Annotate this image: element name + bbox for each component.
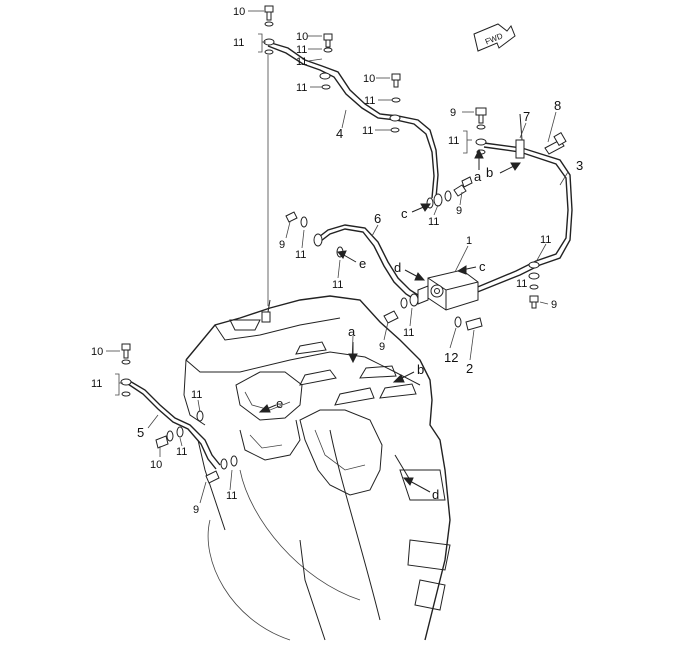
callout-10: 10 xyxy=(150,459,162,471)
callout-9: 9 xyxy=(193,504,199,516)
callout-11: 11 xyxy=(296,56,307,68)
callout-11: 11 xyxy=(176,446,187,458)
arrow-left-icon xyxy=(392,374,405,383)
ref-letter-c: c xyxy=(401,206,408,221)
callout-11: 11 xyxy=(91,378,102,390)
leader-lines xyxy=(106,10,569,504)
bolt-8 xyxy=(544,131,567,155)
callout-11: 11 xyxy=(364,95,375,107)
callout-9: 9 xyxy=(379,341,385,353)
transmission-housing xyxy=(183,295,451,641)
valve-assembly-1 xyxy=(417,269,479,311)
arrow-down-icon xyxy=(348,353,358,364)
callout-7: 7 xyxy=(523,109,530,124)
callout-11: 11 xyxy=(296,82,307,94)
ref-letter-a: a xyxy=(474,169,482,184)
callout-11: 11 xyxy=(448,135,459,147)
callout-11: 11 xyxy=(403,327,414,339)
callout-brackets xyxy=(115,33,472,396)
tube-3 xyxy=(467,142,573,296)
clip-7 xyxy=(515,113,525,159)
ref-letter-d: d xyxy=(432,487,439,502)
callout-4: 4 xyxy=(336,126,343,141)
fittings xyxy=(120,5,540,484)
callout-5: 5 xyxy=(137,425,144,440)
callout-11: 11 xyxy=(362,125,373,137)
ref-letter-c: c xyxy=(479,259,486,274)
ref-letter-e: e xyxy=(359,256,366,271)
callout-9: 9 xyxy=(551,299,557,311)
callout-6: 6 xyxy=(374,211,381,226)
arrow-left-icon xyxy=(402,477,414,486)
callout-9: 9 xyxy=(450,107,456,119)
callout-11: 11 xyxy=(295,249,306,261)
arrow-left-icon xyxy=(258,404,271,413)
callout-10: 10 xyxy=(363,73,375,85)
callout-11: 11 xyxy=(296,44,307,56)
arrow-right-icon xyxy=(510,162,521,171)
callout-8: 8 xyxy=(554,98,561,113)
callout-9: 9 xyxy=(456,205,462,217)
callout-11: 11 xyxy=(540,234,551,246)
ref-letter-e: e xyxy=(276,396,283,411)
callout-11: 11 xyxy=(226,490,237,502)
reference-arrows xyxy=(258,148,521,493)
tube-6 xyxy=(314,224,419,300)
callout-9: 9 xyxy=(279,239,285,251)
callout-11: 11 xyxy=(191,389,202,401)
fwd-arrow-icon: FWD xyxy=(473,23,516,52)
arrow-right-icon xyxy=(420,203,431,212)
ref-letter-b: b xyxy=(417,362,424,377)
callout-11: 11 xyxy=(428,216,439,228)
ref-letter-b: b xyxy=(486,165,493,180)
tube-4 xyxy=(267,41,439,199)
arrow-up-icon xyxy=(474,148,484,159)
callout-1: 1 xyxy=(466,235,472,247)
callout-10: 10 xyxy=(91,346,103,358)
callout-11: 11 xyxy=(332,279,343,291)
callout-2: 2 xyxy=(466,361,473,376)
tube-5 xyxy=(127,379,221,470)
callout-12: 12 xyxy=(444,350,458,365)
callout-3: 3 xyxy=(576,158,583,173)
ref-letter-a: a xyxy=(348,324,356,339)
arrow-right-icon xyxy=(414,272,426,281)
callout-10: 10 xyxy=(233,6,245,18)
callout-11: 11 xyxy=(516,278,527,290)
arrow-left-icon xyxy=(456,265,467,275)
ref-letter-d: d xyxy=(394,260,401,275)
callout-10: 10 xyxy=(296,31,308,43)
callout-labels: 10 11 10 11 11 10 11 11 4 11 9 11 8 7 3 … xyxy=(91,6,583,516)
arrow-left-icon xyxy=(337,250,347,259)
callout-11: 11 xyxy=(233,37,244,49)
